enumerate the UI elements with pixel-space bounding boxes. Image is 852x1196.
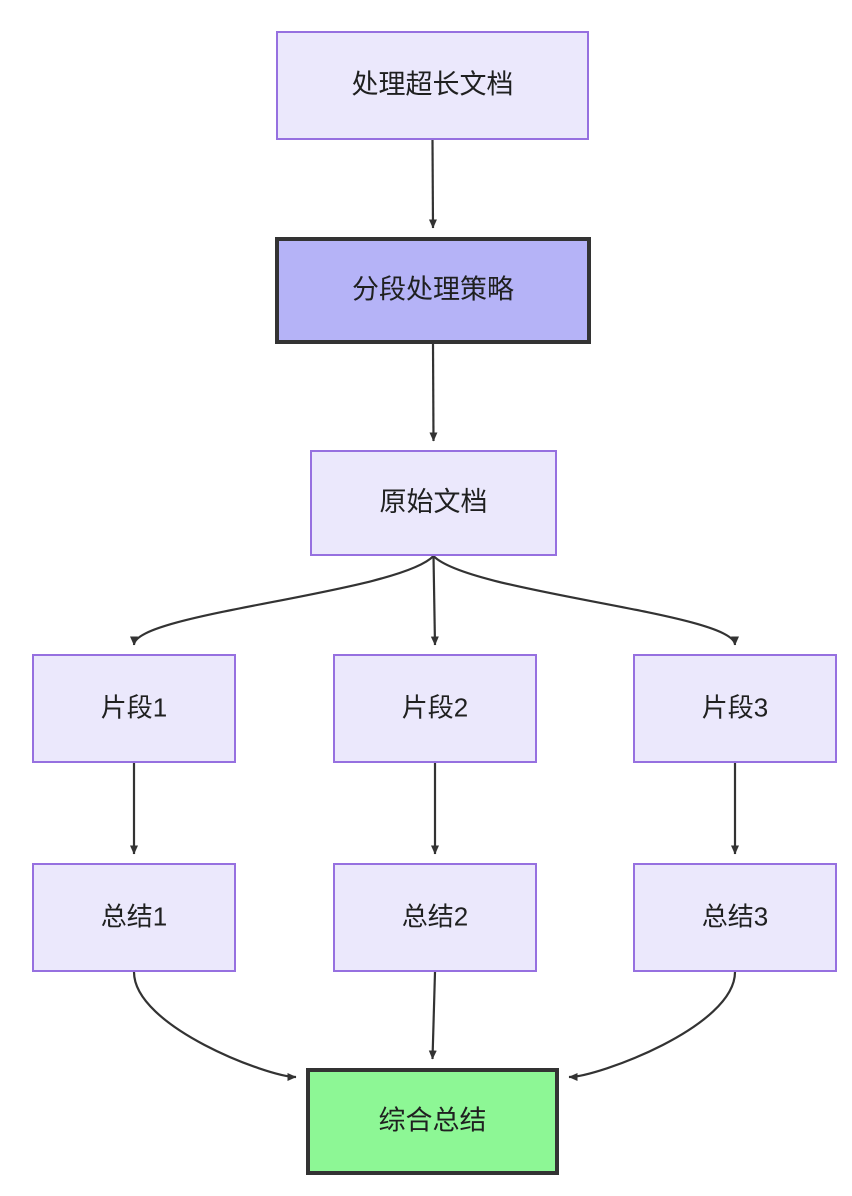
node-shape — [32, 654, 236, 763]
edge-source-doc-to-chunk-1 — [130, 555, 435, 646]
node-label: 原始文档 — [380, 487, 488, 517]
node-label: 片段3 — [702, 692, 768, 722]
node-shape — [333, 863, 537, 972]
edge-summary-3-to-final-summary — [568, 971, 737, 1081]
node-strategy[interactable]: 分段处理策略 — [275, 237, 591, 344]
node-label: 总结2 — [402, 901, 468, 931]
node-chunk-3[interactable]: 片段3 — [633, 654, 837, 763]
node-final-summary[interactable]: 综合总结 — [306, 1068, 559, 1175]
node-summary-1[interactable]: 总结1 — [32, 863, 236, 972]
node-label: 分段处理策略 — [352, 275, 514, 305]
edge-source-doc-to-chunk-2 — [430, 555, 439, 646]
node-label: 综合总结 — [379, 1106, 487, 1136]
node-shape — [306, 1068, 559, 1175]
edges-layer — [130, 139, 739, 1081]
node-shape — [310, 450, 557, 556]
node-label: 总结3 — [702, 901, 768, 931]
node-chunk-2[interactable]: 片段2 — [333, 654, 537, 763]
node-label: 片段1 — [101, 692, 167, 722]
node-shape — [633, 863, 837, 972]
node-shape — [32, 863, 236, 972]
edge-summary-2-to-final-summary — [428, 971, 437, 1060]
node-doc-root[interactable]: 处理超长文档 — [276, 31, 589, 140]
edge-strategy-to-source-doc — [429, 343, 438, 442]
node-shape — [275, 237, 591, 344]
node-shape — [333, 654, 537, 763]
node-source-doc[interactable]: 原始文档 — [310, 450, 557, 556]
node-chunk-1[interactable]: 片段1 — [32, 654, 236, 763]
node-label: 片段2 — [402, 692, 468, 722]
node-label: 总结1 — [101, 901, 167, 931]
node-shape — [633, 654, 837, 763]
node-label: 处理超长文档 — [352, 70, 514, 100]
node-summary-3[interactable]: 总结3 — [633, 863, 837, 972]
edge-source-doc-to-chunk-3 — [432, 555, 739, 646]
node-shape — [276, 31, 589, 140]
edge-summary-1-to-final-summary — [132, 971, 297, 1081]
node-summary-2[interactable]: 总结2 — [333, 863, 537, 972]
edge-doc-root-to-strategy — [428, 139, 437, 229]
